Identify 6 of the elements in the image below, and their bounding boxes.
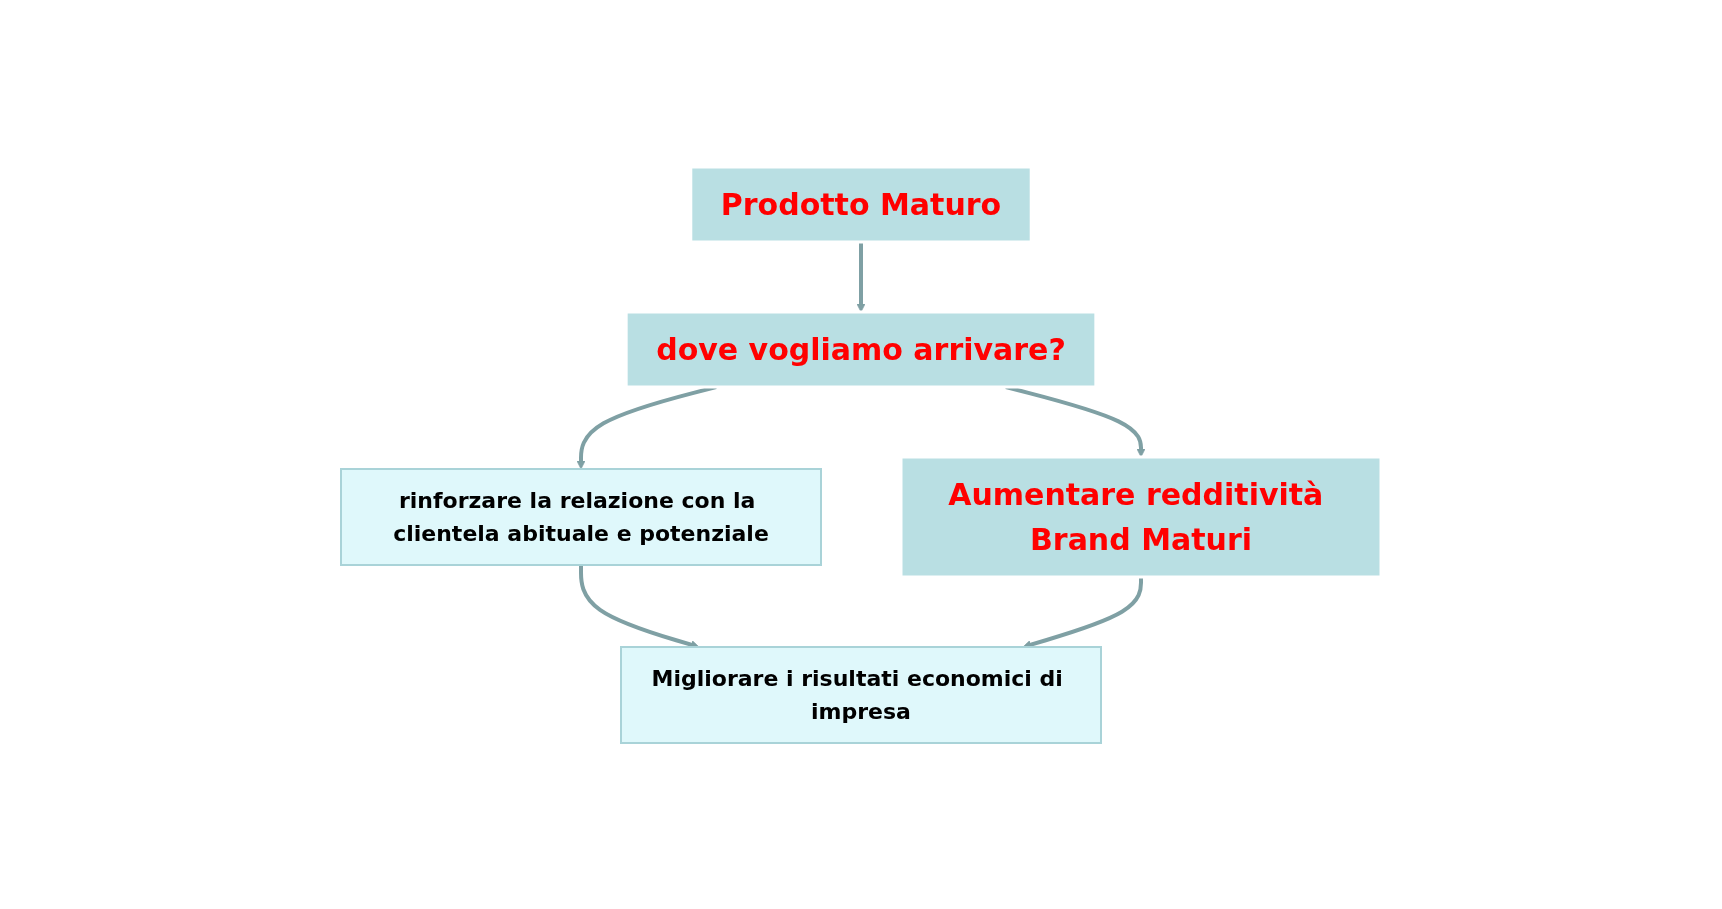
node-box: dove vogliamo arrivare? — [624, 310, 1098, 388]
node-box: Prodotto Maturo — [689, 165, 1033, 243]
arrow — [856, 241, 866, 312]
node-box: Aumentare redditività Brand Maturi — [899, 455, 1383, 578]
node-box: rinforzare la relazione con la clientela abituale e potenziale — [340, 467, 822, 566]
node-box: Migliorare i risultati economici di impresa — [620, 645, 1102, 744]
